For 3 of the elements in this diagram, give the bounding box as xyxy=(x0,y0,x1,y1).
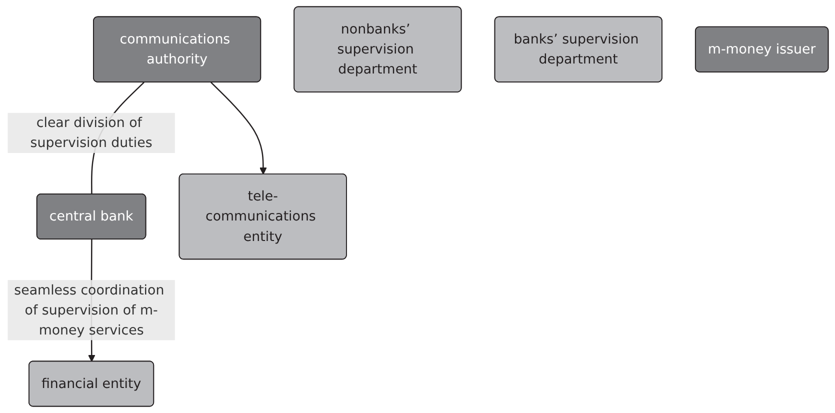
edge-label: seamless coordination of supervision of m-money services xyxy=(14,282,164,338)
arrow xyxy=(210,82,266,175)
edge-label: clear division of supervision duties xyxy=(30,114,152,150)
